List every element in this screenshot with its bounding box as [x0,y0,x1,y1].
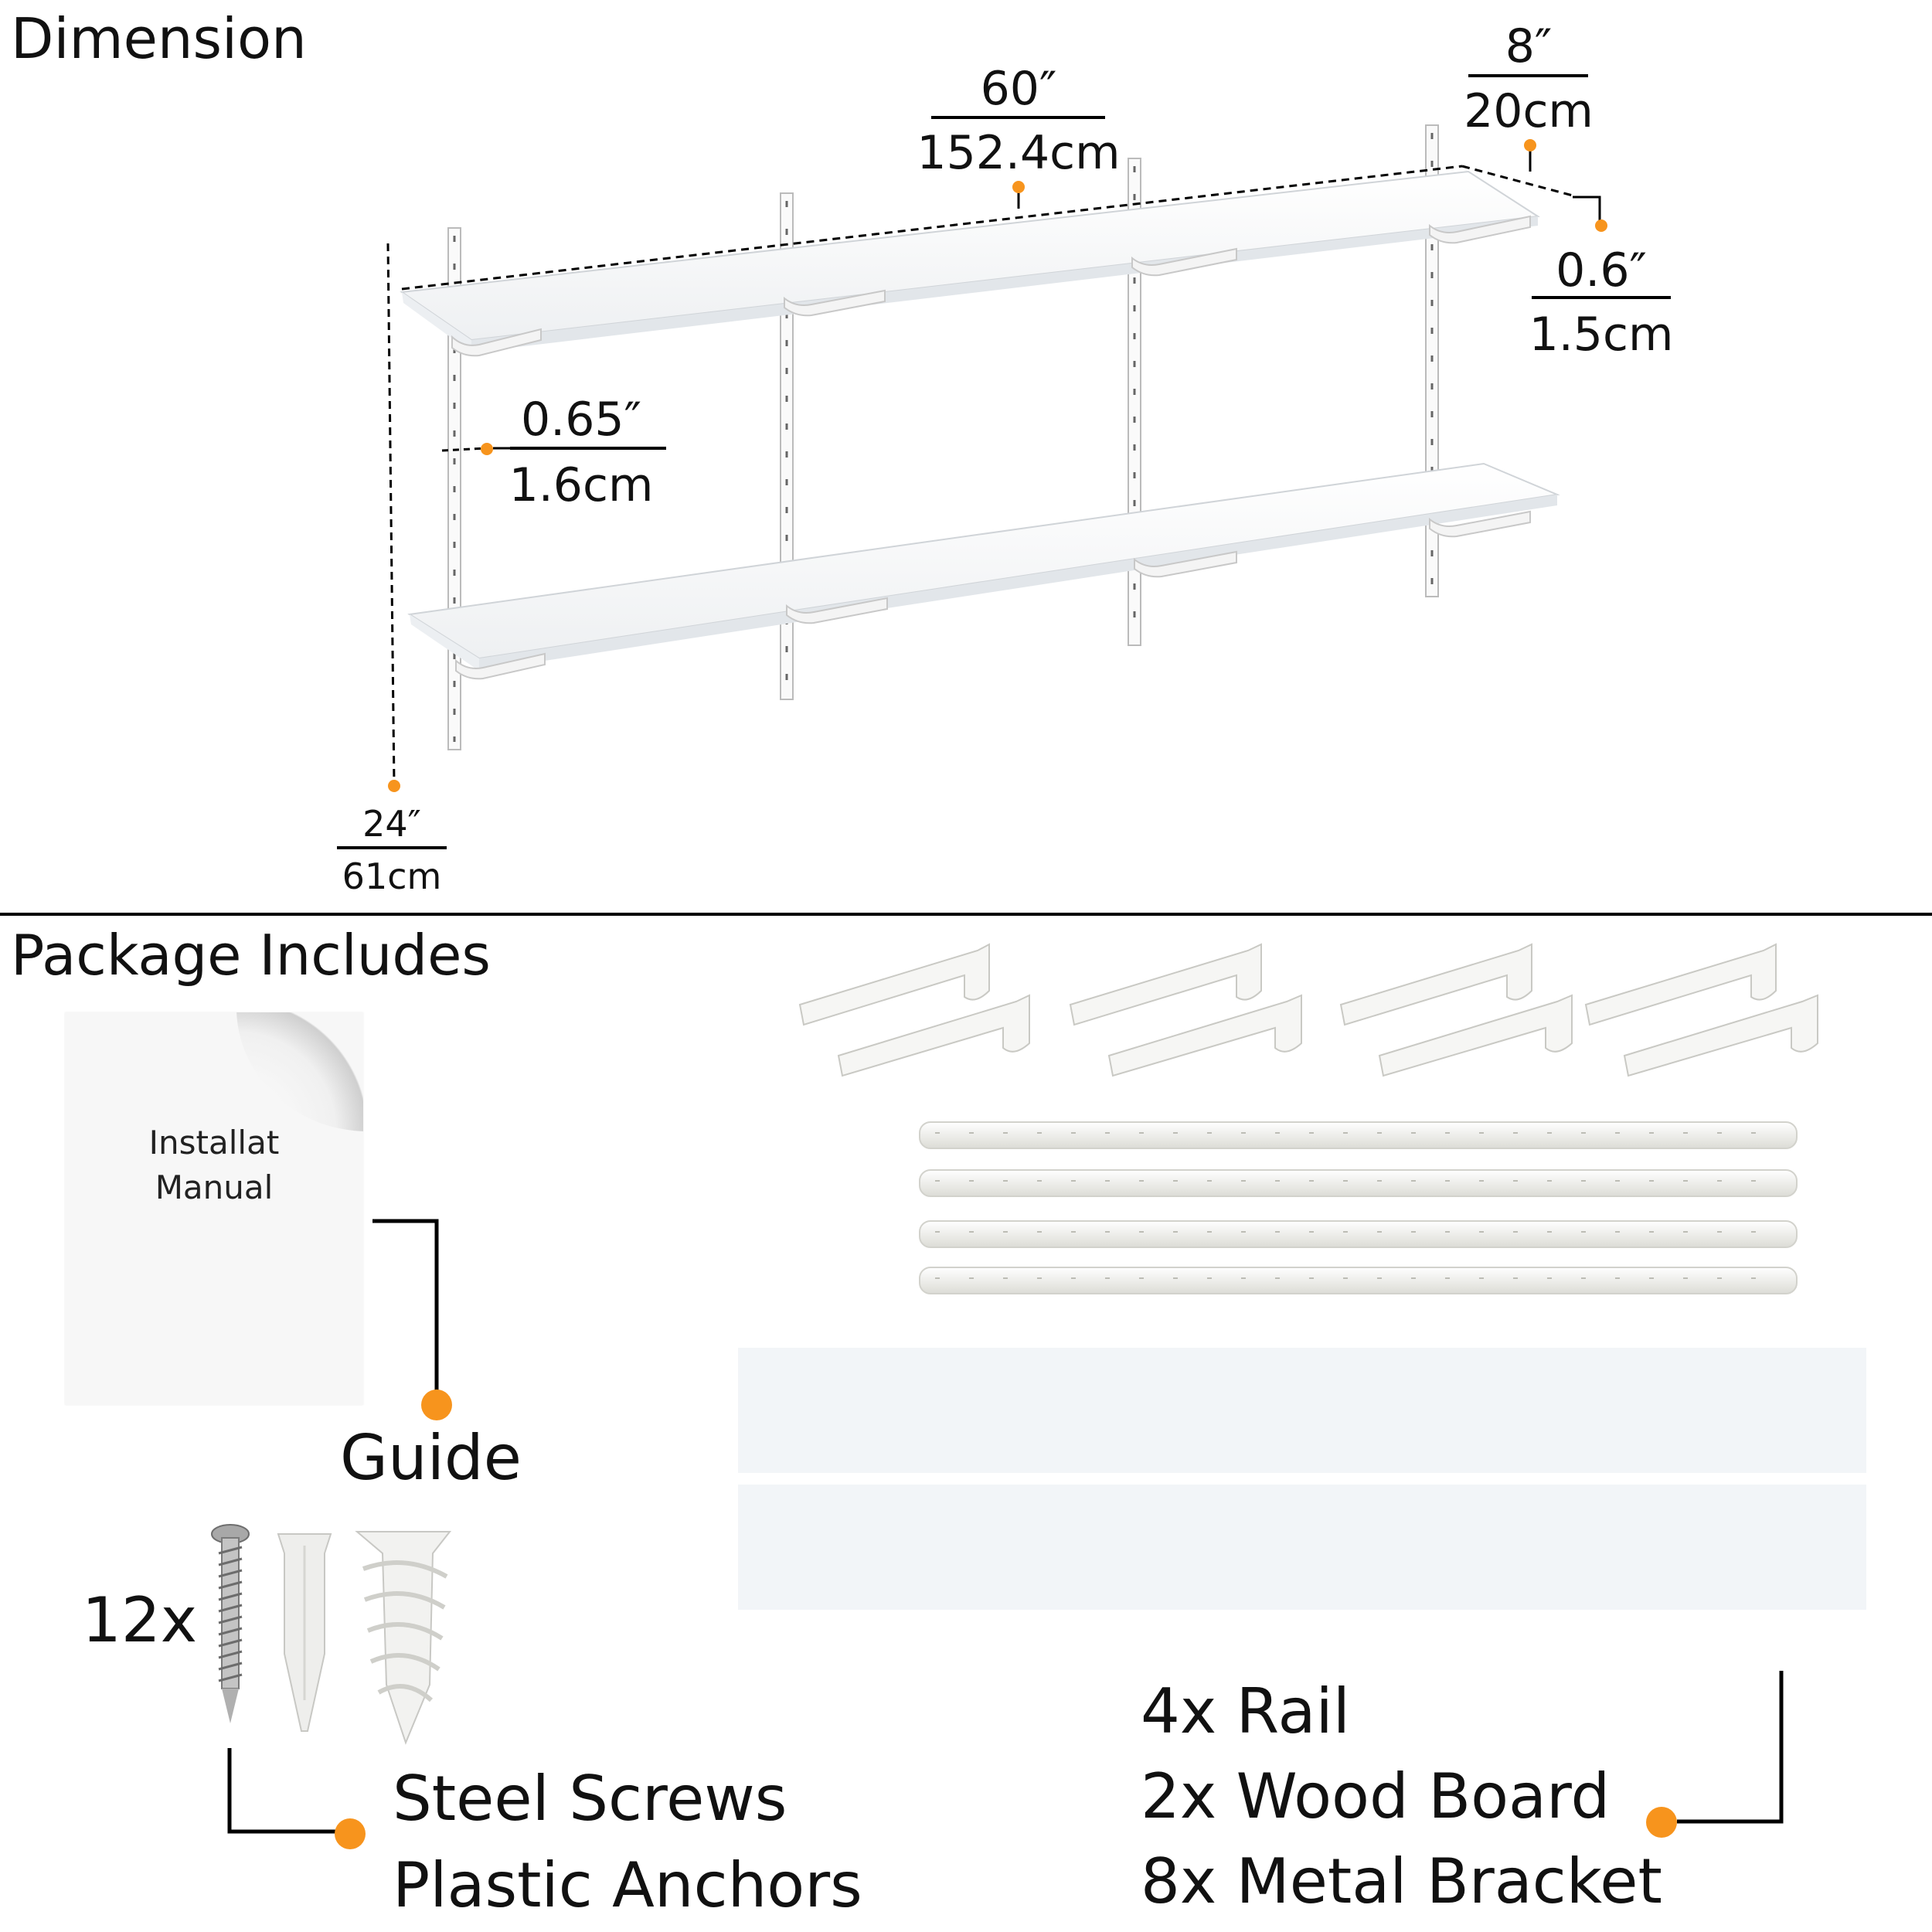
top-shelf [400,170,1540,352]
manual-line-1: Installat [148,1124,280,1162]
length-dashed-line [401,165,1463,291]
package-title: Package Includes [11,923,491,988]
length-in: 60″ [981,62,1057,116]
metal-bracket [1339,943,1532,1026]
screws-count: 12x [82,1584,198,1656]
screws-line-1: Steel Screws [393,1763,787,1835]
plastic-anchor-icon [277,1533,332,1732]
self-drilling-anchor-icon [355,1531,452,1745]
guide-dot [421,1389,452,1420]
depth-in: 8″ [1505,19,1553,73]
guide-label: Guide [340,1422,522,1494]
rail-gap-in: 0.65″ [521,393,641,447]
dimension-labels: 60″ 152.4cm 8″ 20cm 0.6″ 1.5cm 0.65″ 1.6… [342,19,1674,897]
height-cm: 61cm [342,855,442,897]
wood-board [738,1348,1866,1473]
metal-bracket [837,994,1030,1077]
metal-bracket [1623,994,1818,1077]
rail [919,1220,1798,1248]
rail-gap-cm: 1.6cm [509,458,654,512]
thickness-in: 0.6″ [1556,243,1647,298]
bottom-brackets [455,510,1531,680]
metal-bracket [1378,994,1573,1077]
length-cm: 152.4cm [917,126,1120,180]
screws-leader [227,1748,340,1834]
hardware-dot [1646,1807,1677,1838]
length-dot [1012,181,1025,193]
depth-dot [1524,139,1536,151]
package-rails [919,1121,1798,1294]
screws-dot [335,1818,366,1849]
rail-gap-dot [481,443,493,455]
depth-cm: 20cm [1464,84,1594,138]
thickness-dot [1595,219,1607,232]
shelf-illustration [400,124,1560,750]
height-dashed-line [386,243,396,785]
package-boards [738,1348,1866,1610]
rail [919,1169,1798,1197]
hardware-leader [1677,1671,1784,1824]
rail [919,1267,1798,1294]
top-brackets [451,215,1531,357]
screw-icon [211,1524,250,1723]
screws-label: Steel Screws Plastic Anchors [393,1756,862,1929]
hardware-label: 4x Rail 2x Wood Board 8x Metal Bracket [1141,1669,1662,1924]
rail [919,1121,1798,1149]
fraction-bars [337,74,1671,849]
hardware-line-3: 8x Metal Bracket [1141,1845,1662,1917]
metal-bracket [1107,994,1302,1077]
screws-line-2: Plastic Anchors [393,1849,862,1921]
depth-dashed-line [1461,165,1573,197]
height-in: 24″ [362,803,421,845]
installation-manual: Installat Manual [65,1012,363,1405]
rail-gap-dashed-line [441,447,486,452]
metal-bracket [1069,943,1262,1026]
package-brackets [798,943,1818,1077]
package-leaders [227,1219,1784,1834]
thickness-bracket [1573,196,1601,220]
bottom-shelf [407,462,1560,671]
dimension-title: Dimension [11,6,307,71]
thickness-cm: 1.5cm [1529,308,1674,362]
hardware-line-1: 4x Rail [1141,1675,1350,1747]
page-curl-icon [236,1012,363,1131]
dimension-dots [388,139,1607,792]
package-dots [335,1389,1677,1849]
metal-bracket [798,943,990,1026]
hardware-line-2: 2x Wood Board [1141,1760,1611,1832]
manual-line-2: Manual [155,1168,274,1206]
height-dot [388,780,400,792]
metal-bracket [1584,943,1777,1026]
wood-board [738,1485,1866,1610]
guide-leader [372,1219,439,1399]
